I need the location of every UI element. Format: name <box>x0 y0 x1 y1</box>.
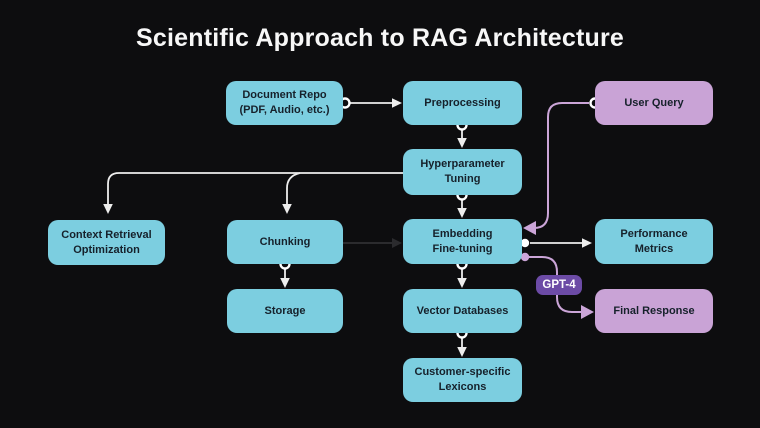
port-embedding-right-pink <box>520 252 530 262</box>
arrowhead-icon <box>457 208 467 218</box>
edge-hyperparameter-contextretrieval <box>103 172 403 214</box>
edge-chunking-storage <box>280 269 290 288</box>
node-performance-metrics[interactable]: Performance Metrics <box>595 219 713 264</box>
node-storage[interactable]: Storage <box>227 289 343 333</box>
arrowhead-icon <box>457 278 467 288</box>
arrowhead-icon <box>282 204 292 214</box>
arrowhead-icon <box>457 138 467 148</box>
arrowhead-icon <box>582 238 592 248</box>
node-preprocessing[interactable]: Preprocessing <box>403 81 522 125</box>
edge-embedding-vector <box>457 269 467 288</box>
node-user-query[interactable]: User Query <box>595 81 713 125</box>
node-chunking[interactable]: Chunking <box>227 220 343 264</box>
edge-preprocessing-hyperparameter <box>457 130 467 148</box>
edge-vector-lexicons <box>457 338 467 357</box>
node-customer-specific-lexicons[interactable]: Customer-specific Lexicons <box>403 358 522 402</box>
arrowhead-icon <box>523 221 536 235</box>
edge-hyperparameter-embedding <box>457 200 467 218</box>
arrowhead-icon <box>392 98 402 108</box>
diagram-title: Scientific Approach to RAG Architecture <box>136 24 624 52</box>
arrowhead-icon <box>457 347 467 357</box>
edge-userquery-embedding <box>523 102 589 235</box>
edge-chunking-embedding <box>343 238 402 248</box>
port-embedding-right-white <box>520 238 530 248</box>
edge-hyperparameter-chunking <box>282 172 301 214</box>
arrowhead-icon <box>280 278 290 288</box>
node-context-retrieval-optimization[interactable]: Context Retrieval Optimization <box>48 220 165 265</box>
node-embedding-fine-tuning[interactable]: Embedding Fine-tuning <box>403 219 522 264</box>
node-vector-databases[interactable]: Vector Databases <box>403 289 522 333</box>
node-hyperparameter-tuning[interactable]: Hyperparameter Tuning <box>403 149 522 195</box>
node-document-repo[interactable]: Document Repo (PDF, Audio, etc.) <box>226 81 343 125</box>
gpt4-badge[interactable]: GPT-4 <box>536 275 582 295</box>
arrowhead-icon <box>103 204 113 214</box>
edge-embedding-performance <box>530 238 592 248</box>
node-final-response[interactable]: Final Response <box>595 289 713 333</box>
arrowhead-icon <box>581 305 594 319</box>
edge-docrepo-preprocessing <box>350 98 402 108</box>
arrowhead-icon <box>392 238 402 248</box>
